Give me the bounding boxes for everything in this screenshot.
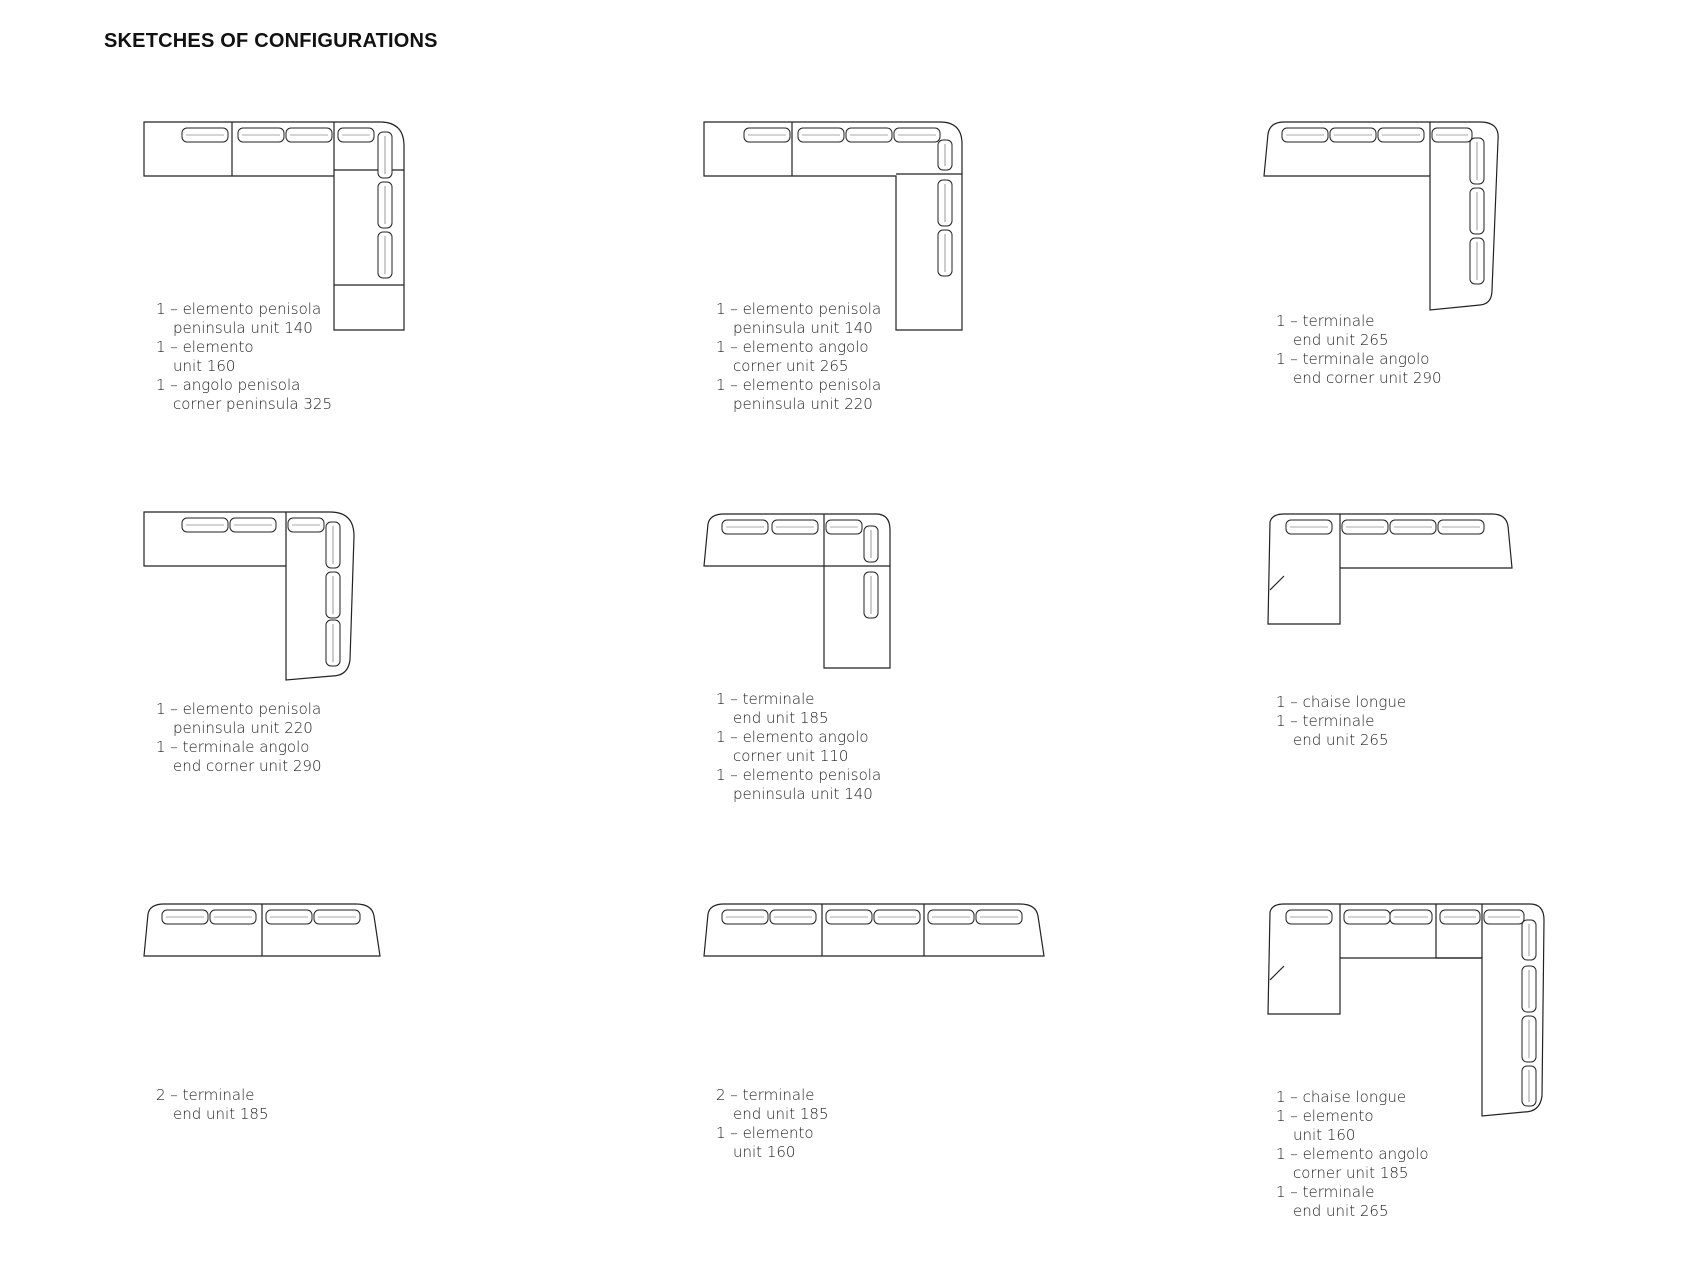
- config-label-line: 1 – elemento: [156, 338, 254, 356]
- config-label-line: 2 – terminale: [156, 1086, 255, 1104]
- config-label-line: unit 160: [733, 1143, 796, 1161]
- sofa-outline: [703, 121, 963, 331]
- config-label-line: peninsula unit 140: [733, 319, 873, 337]
- config-label-line: corner peninsula 325: [173, 395, 333, 413]
- config-label-line: end unit 265: [1293, 731, 1389, 749]
- config-label-line: end unit 185: [733, 709, 829, 727]
- config-label-line: 1 – elemento penisola: [716, 766, 882, 784]
- config-label-line: 1 – chaise longue: [1276, 1088, 1407, 1106]
- sofa-outline: [703, 513, 891, 669]
- sofa-outline: [1267, 513, 1513, 625]
- sofa-outline: [143, 903, 381, 957]
- config-label-line: 1 – elemento angolo: [716, 728, 869, 746]
- sofa-plan-drawing: [703, 903, 1045, 957]
- page-title: SKETCHES OF CONFIGURATIONS: [104, 30, 438, 52]
- config-label-line: end unit 265: [1293, 331, 1389, 349]
- sofa-plan-drawing: [1267, 513, 1513, 625]
- config-label-line: 1 – elemento angolo: [1276, 1145, 1429, 1163]
- config-label-line: corner unit 185: [1293, 1164, 1409, 1182]
- sofa-plan-drawing: [1263, 121, 1499, 311]
- sofa-plan-drawing: [1267, 903, 1545, 1117]
- config-label-line: peninsula unit 220: [733, 395, 873, 413]
- sofa-outline: [143, 121, 405, 331]
- sofa-plan-drawing: [143, 511, 355, 681]
- config-label-line: 2 – terminale: [716, 1086, 815, 1104]
- config-label-line: peninsula unit 140: [173, 319, 313, 337]
- sofa-plan-drawing: [703, 121, 963, 331]
- sofa-outline: [1263, 121, 1499, 311]
- config-label-line: end unit 185: [173, 1105, 269, 1123]
- config-label-line: 1 – terminale angolo: [1276, 350, 1430, 368]
- sofa-outline: [1267, 903, 1545, 1117]
- config-label-line: unit 160: [1293, 1126, 1356, 1144]
- config-label-line: peninsula unit 140: [733, 785, 873, 803]
- config-label-line: end corner unit 290: [173, 757, 322, 775]
- sofa-outline: [143, 511, 355, 681]
- config-label-line: end unit 185: [733, 1105, 829, 1123]
- config-label-line: 1 – elemento: [1276, 1107, 1374, 1125]
- config-label-line: 1 – terminale: [1276, 312, 1375, 330]
- config-label-line: corner unit 265: [733, 357, 849, 375]
- config-label-line: corner unit 110: [733, 747, 849, 765]
- sofa-outline: [1269, 575, 1285, 591]
- config-label-line: end corner unit 290: [1293, 369, 1442, 387]
- config-label-line: 1 – elemento penisola: [156, 300, 322, 318]
- config-label-line: 1 – elemento penisola: [156, 700, 322, 718]
- config-label-line: 1 – elemento: [716, 1124, 814, 1142]
- sofa-outline: [1269, 965, 1285, 981]
- config-label-line: unit 160: [173, 357, 236, 375]
- config-label-line: 1 – terminale angolo: [156, 738, 310, 756]
- config-label-line: 1 – elemento penisola: [716, 300, 882, 318]
- config-label-line: 1 – elemento angolo: [716, 338, 869, 356]
- sofa-plan-drawing: [703, 513, 891, 669]
- config-label-line: end unit 265: [1293, 1202, 1389, 1220]
- config-label-line: peninsula unit 220: [173, 719, 313, 737]
- config-label-line: 1 – terminale: [716, 690, 815, 708]
- config-label-line: 1 – angolo penisola: [156, 376, 301, 394]
- config-label-line: 1 – terminale: [1276, 712, 1375, 730]
- sofa-plan-drawing: [143, 903, 381, 957]
- config-label-line: 1 – chaise longue: [1276, 693, 1407, 711]
- config-label-line: 1 – elemento penisola: [716, 376, 882, 394]
- sofa-plan-drawing: [143, 121, 405, 331]
- config-label-line: 1 – terminale: [1276, 1183, 1375, 1201]
- sofa-outline: [703, 903, 1045, 957]
